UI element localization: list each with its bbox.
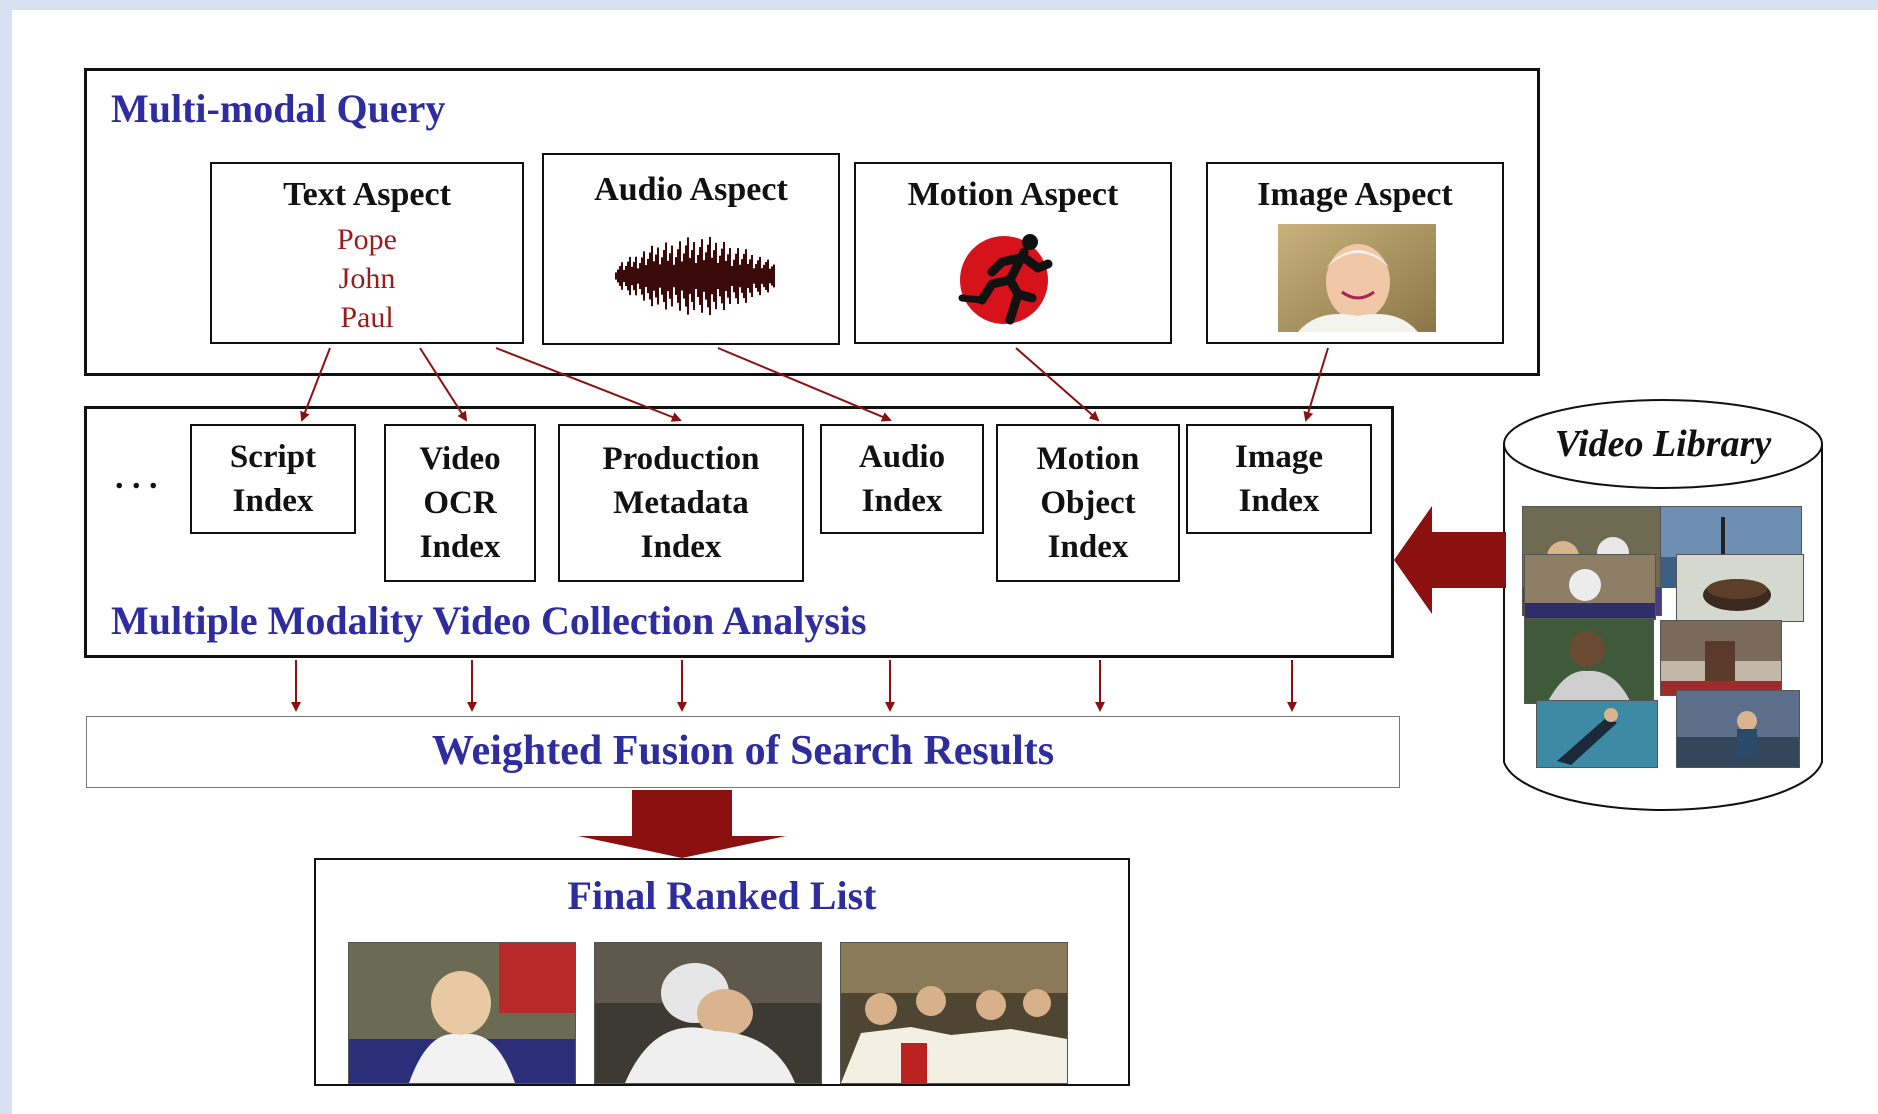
query-title: Multi-modal Query <box>111 86 446 131</box>
arrow-motion-to-motion-index <box>1015 347 1100 422</box>
text-term-3: Paul <box>340 301 394 334</box>
arrow-text-to-script <box>300 347 331 422</box>
frame-top-edge <box>0 0 1878 10</box>
audio-aspect-box: Audio Aspect <box>542 153 840 345</box>
library-thumbnail-8 <box>1676 690 1800 768</box>
video-library-title: Video Library <box>1554 423 1772 465</box>
text-term-2: John <box>338 262 396 295</box>
motion-aspect-title: Motion Aspect <box>907 176 1119 213</box>
library-thumbnail-3 <box>1524 554 1656 620</box>
running-person-icon <box>958 234 1053 325</box>
result-thumbnail-3 <box>840 942 1068 1084</box>
fusion-title: Weighted Fusion of Search Results <box>431 728 1055 774</box>
fusion-bar: Weighted Fusion of Search Results <box>86 716 1400 788</box>
library-thumbnail-6 <box>1660 620 1782 696</box>
portrait-photo <box>1278 224 1436 332</box>
image-aspect-title: Image Aspect <box>1257 176 1453 213</box>
audio-aspect-title: Audio Aspect <box>594 171 788 208</box>
fusion-to-final-arrow <box>578 790 786 858</box>
frame-left-edge <box>0 0 12 1114</box>
arrow-image-to-image-index <box>1303 347 1329 422</box>
library-to-analysis-arrow <box>1394 506 1506 614</box>
text-aspect-box: Text Aspect Pope John Paul <box>210 162 524 344</box>
text-term-1: Pope <box>337 223 397 256</box>
analysis-title: Multiple Modality Video Collection Analy… <box>111 598 867 643</box>
motion-aspect-box: Motion Aspect <box>854 162 1172 344</box>
arrow-text-to-metadata <box>495 347 682 422</box>
arrow-text-to-ocr <box>419 347 468 422</box>
final-title: Final Ranked List <box>567 873 877 918</box>
library-thumbnail-4 <box>1676 554 1804 622</box>
text-aspect-title: Text Aspect <box>283 176 451 213</box>
arrow-audio-to-audio-index <box>717 347 892 422</box>
waveform-icon <box>615 237 775 315</box>
image-aspect-box: Image Aspect <box>1206 162 1504 344</box>
result-thumbnail-2 <box>594 942 822 1084</box>
library-thumbnail-7 <box>1536 700 1658 768</box>
result-thumbnail-1 <box>348 942 576 1084</box>
ellipsis: . . . <box>115 459 158 496</box>
